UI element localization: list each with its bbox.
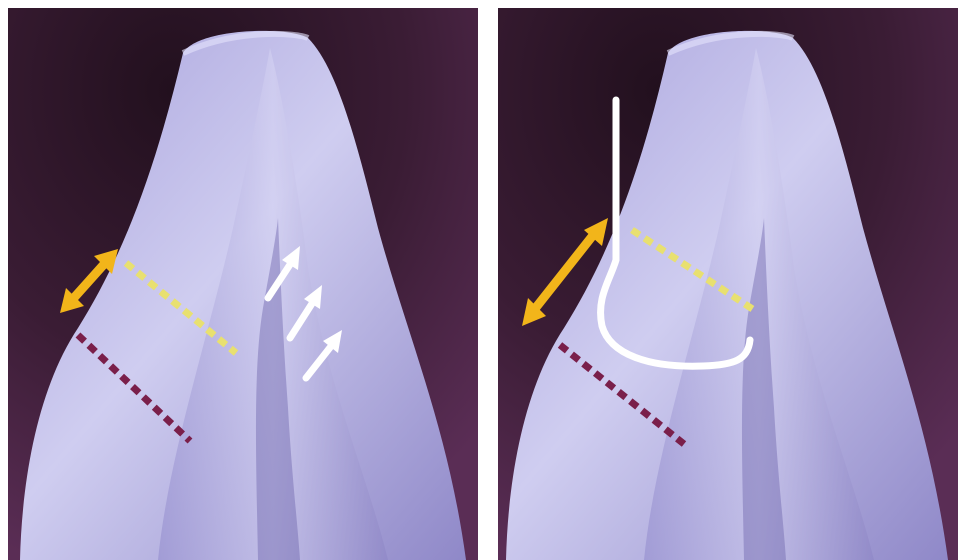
left-panel <box>8 8 478 560</box>
left-tooth-image <box>8 8 478 560</box>
right-panel <box>498 8 958 560</box>
panel-divider <box>478 0 498 560</box>
right-tooth-image <box>498 8 958 560</box>
